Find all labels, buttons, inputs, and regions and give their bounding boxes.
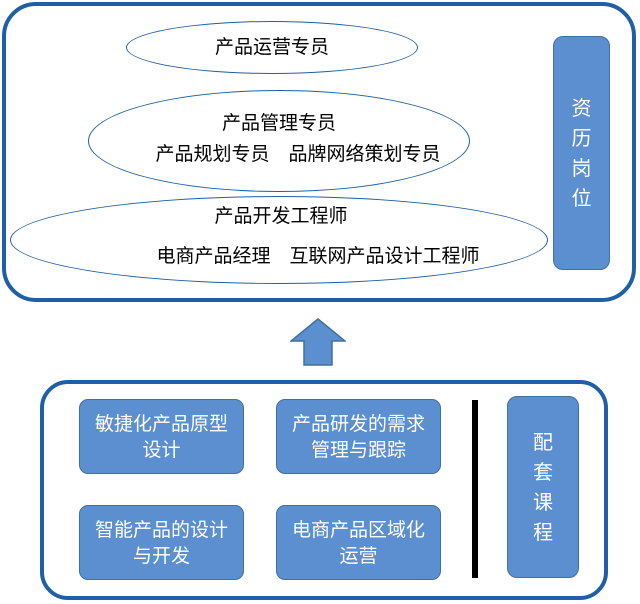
operations-ellipse xyxy=(126,21,418,74)
course-label: 智能产品的设计与开发 xyxy=(94,518,228,567)
course-label: 电商产品区域化运营 xyxy=(291,518,425,567)
course-label: 产品研发的需求管理与跟踪 xyxy=(291,412,425,461)
operations-specialist-label: 产品运营专员 xyxy=(214,36,330,58)
courses-side-box: 配套课程 xyxy=(507,396,579,578)
positions-side-label: 资历岗位 xyxy=(571,96,592,210)
planning-brand-label: 产品规划专员 品牌网络策划专员 xyxy=(155,143,441,165)
development-engineer-label: 产品开发工程师 xyxy=(214,205,348,227)
course-box: 智能产品的设计与开发 xyxy=(79,505,244,580)
courses-side-label: 配套课程 xyxy=(533,430,553,544)
course-box: 电商产品区域化运营 xyxy=(276,505,441,580)
management-specialist-label: 产品管理专员 xyxy=(221,112,337,134)
management-ellipse xyxy=(88,90,470,192)
divider-line xyxy=(472,400,478,578)
positions-side-box: 资历岗位 xyxy=(553,36,610,270)
development-ellipse xyxy=(10,196,548,284)
up-arrow-icon xyxy=(290,318,346,366)
course-label: 敏捷化产品原型设计 xyxy=(94,412,228,461)
course-box: 敏捷化产品原型设计 xyxy=(79,399,244,474)
course-box: 产品研发的需求管理与跟踪 xyxy=(276,399,441,474)
ecommerce-internet-label: 电商产品经理 互联网产品设计工程师 xyxy=(156,245,480,267)
